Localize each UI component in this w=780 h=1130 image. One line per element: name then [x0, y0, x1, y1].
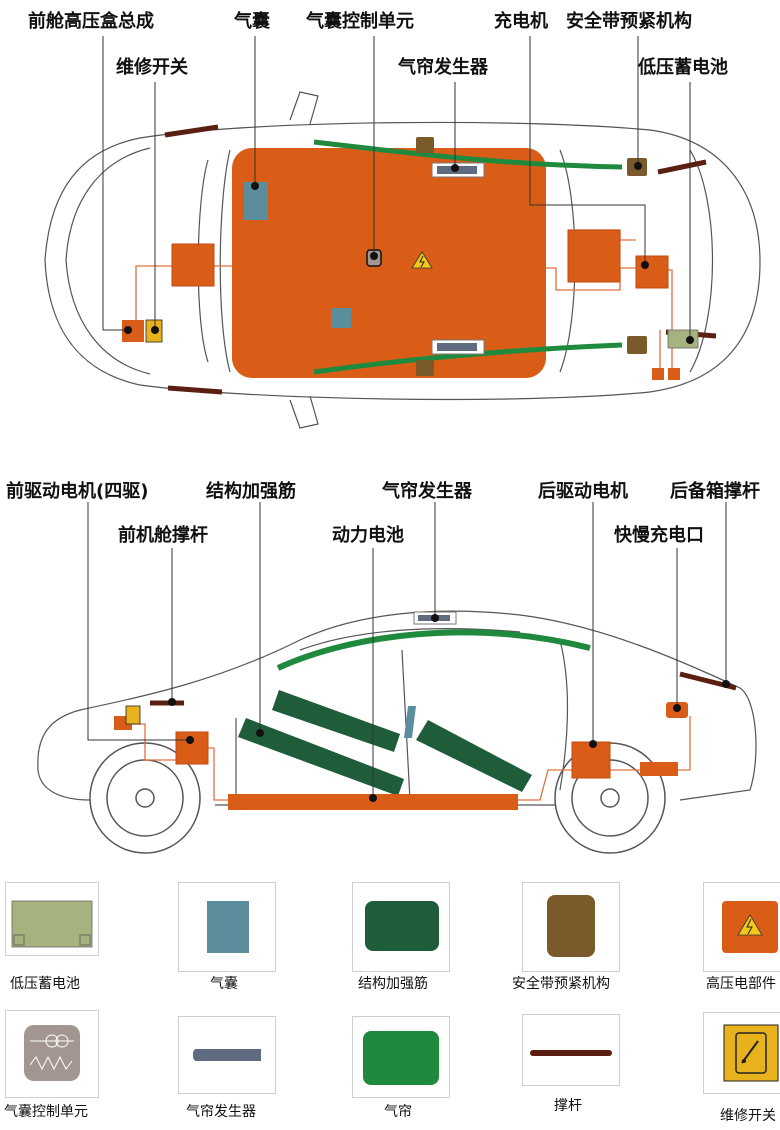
- label-airbag-controller: 气囊控制单元: [306, 11, 414, 32]
- top-hv-small-rear-2: [668, 368, 680, 380]
- legend-item-airbag: [178, 882, 276, 972]
- side-leader-dots: [168, 614, 730, 802]
- airbag-controller-icon: [24, 1025, 80, 1081]
- legend-label-service-switch: 维修开关: [720, 1108, 776, 1124]
- legend-label-reinforcement: 结构加强筋: [358, 976, 428, 992]
- side-airbag: [404, 706, 416, 738]
- airbag-icon: [207, 901, 249, 953]
- legend-label-curtain-generator: 气帘发生器: [186, 1104, 256, 1120]
- label-pretensioner: 安全带预紧机构: [566, 11, 692, 32]
- label-traction-battery: 动力电池: [332, 525, 404, 546]
- top-pretensioner-2: [416, 360, 434, 376]
- top-rear-hv-unit: [635, 255, 669, 289]
- side-rear-motor: [571, 741, 611, 779]
- service-switch-icon: [723, 1024, 779, 1082]
- label-trunk-strut: 后备箱撑杆: [670, 481, 760, 502]
- legend-item-airbag-controller: [5, 1010, 99, 1098]
- top-airbag-2: [331, 308, 351, 328]
- side-curtain: [276, 629, 591, 671]
- legend-item-curtain: [352, 1016, 450, 1098]
- top-strut-rear-top: [657, 159, 707, 175]
- top-pretensioner-1: [416, 137, 434, 153]
- high-voltage-warning-icon: [411, 251, 433, 269]
- curtain-icon: [363, 1031, 439, 1085]
- legend-label-lv-battery: 低压蓄电池: [10, 976, 80, 992]
- side-reinforcement-1: [238, 718, 404, 796]
- legend-item-service-switch: [703, 1012, 780, 1094]
- legend-item-curtain-generator: [178, 1016, 276, 1094]
- pretensioner-icon: [547, 895, 595, 957]
- legend-item-reinforcement: [352, 882, 450, 972]
- legend-label-strut: 撑杆: [554, 1098, 582, 1114]
- label-curtain-generator-side: 气帘发生器: [382, 481, 472, 502]
- top-front-hv-box: [171, 243, 215, 287]
- curtain-generator-icon: [193, 1049, 261, 1061]
- high-voltage-icon: [722, 901, 778, 953]
- top-strut-front-top: [164, 124, 219, 138]
- top-curtain-lower: [313, 342, 623, 375]
- side-front-motor: [175, 731, 209, 765]
- side-reinforcement-2: [272, 690, 400, 752]
- side-hv-wiring: [130, 716, 691, 801]
- legend-item-pretensioner: [522, 882, 620, 972]
- side-view-diagram: [37, 502, 757, 854]
- label-charger: 充电机: [494, 11, 548, 32]
- strut-icon: [530, 1050, 612, 1056]
- top-leader-dots: [124, 162, 694, 344]
- legend-label-airbag: 气囊: [210, 976, 238, 992]
- top-strut-front-bottom: [167, 385, 223, 395]
- legend-item-lv-battery: [5, 882, 99, 956]
- legend-label-curtain: 气帘: [384, 1104, 412, 1120]
- lv-battery-icon: [11, 900, 93, 948]
- legend-label-high-voltage: 高压电部件: [706, 976, 776, 992]
- label-front-hv-box: 前舱高压盒总成: [28, 11, 154, 32]
- side-service-switch: [125, 705, 141, 725]
- label-hood-strut: 前机舱撑杆: [118, 525, 208, 546]
- side-leader-lines: [87, 502, 727, 798]
- legend-item-high-voltage: [703, 882, 780, 972]
- legend-label-pretensioner: 安全带预紧机构: [512, 976, 610, 992]
- reinforcement-icon: [365, 901, 439, 951]
- label-airbag: 气囊: [234, 11, 270, 32]
- top-leader-lines: [102, 36, 691, 340]
- label-rear-motor: 后驱动电机: [538, 481, 628, 502]
- top-hv-small-front: [122, 320, 144, 342]
- side-charger-unit: [640, 762, 678, 776]
- legend-label-airbag-controller: 气囊控制单元: [4, 1104, 88, 1120]
- label-charge-port: 快慢充电口: [614, 525, 704, 546]
- label-reinforcement: 结构加强筋: [206, 481, 296, 502]
- top-pretensioner-4: [627, 336, 647, 354]
- legend-item-strut: [522, 1014, 620, 1086]
- top-traction-battery: [232, 148, 546, 378]
- label-front-motor: 前驱动电机(四驱): [6, 481, 149, 502]
- top-charger: [567, 229, 621, 283]
- side-reinforcement-3: [416, 720, 532, 792]
- label-curtain-generator-top: 气帘发生器: [398, 57, 488, 78]
- label-lv-battery: 低压蓄电池: [638, 57, 728, 78]
- label-service-switch: 维修开关: [116, 57, 188, 78]
- top-view-diagram: [44, 36, 761, 429]
- top-hv-small-rear-1: [652, 368, 664, 380]
